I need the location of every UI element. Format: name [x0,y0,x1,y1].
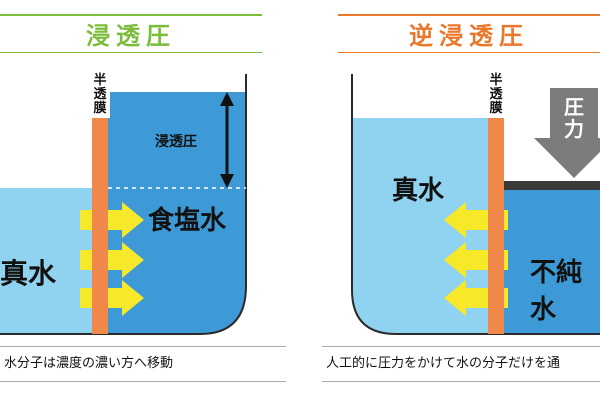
left-caption: 水分子は濃度の濃い方へ移動 [0,346,286,382]
right-title-top-rule [338,14,600,16]
right-fresh-water [352,118,488,334]
right-fresh-water-label: 真水 [392,176,445,206]
left-pressure-double-arrow [220,92,234,188]
right-piston [504,181,600,190]
right-pressure-arrow [534,88,600,178]
right-impure-water [504,190,600,334]
left-fresh-water-label: 真水 [0,257,57,290]
left-salt-water-label: 食塩水 [148,206,227,236]
right-impure-water-label: 不純水 [530,258,583,325]
left-membrane-label: 半透膜 [90,74,110,118]
left-panel-title: 浸透圧 [86,21,176,50]
right-pressure-label: 圧力 [564,95,584,141]
left-pressure-label: 浸透圧 [155,134,197,150]
right-tank-outline [351,74,600,335]
right-title-bottom-rule [338,52,600,53]
right-membrane-label: 半透膜 [486,74,506,118]
left-title-bottom-rule [0,52,262,53]
left-fresh-water [0,188,92,334]
right-panel-title: 逆浸透圧 [409,21,529,50]
right-caption: 人工的に圧力をかけて水の分子だけを通 [322,346,600,382]
left-title-top-rule [0,14,262,16]
right-semipermeable-membrane [488,74,504,334]
left-tank-outline [0,74,247,335]
left-semipermeable-membrane [92,74,108,334]
left-salt-water [108,92,246,334]
